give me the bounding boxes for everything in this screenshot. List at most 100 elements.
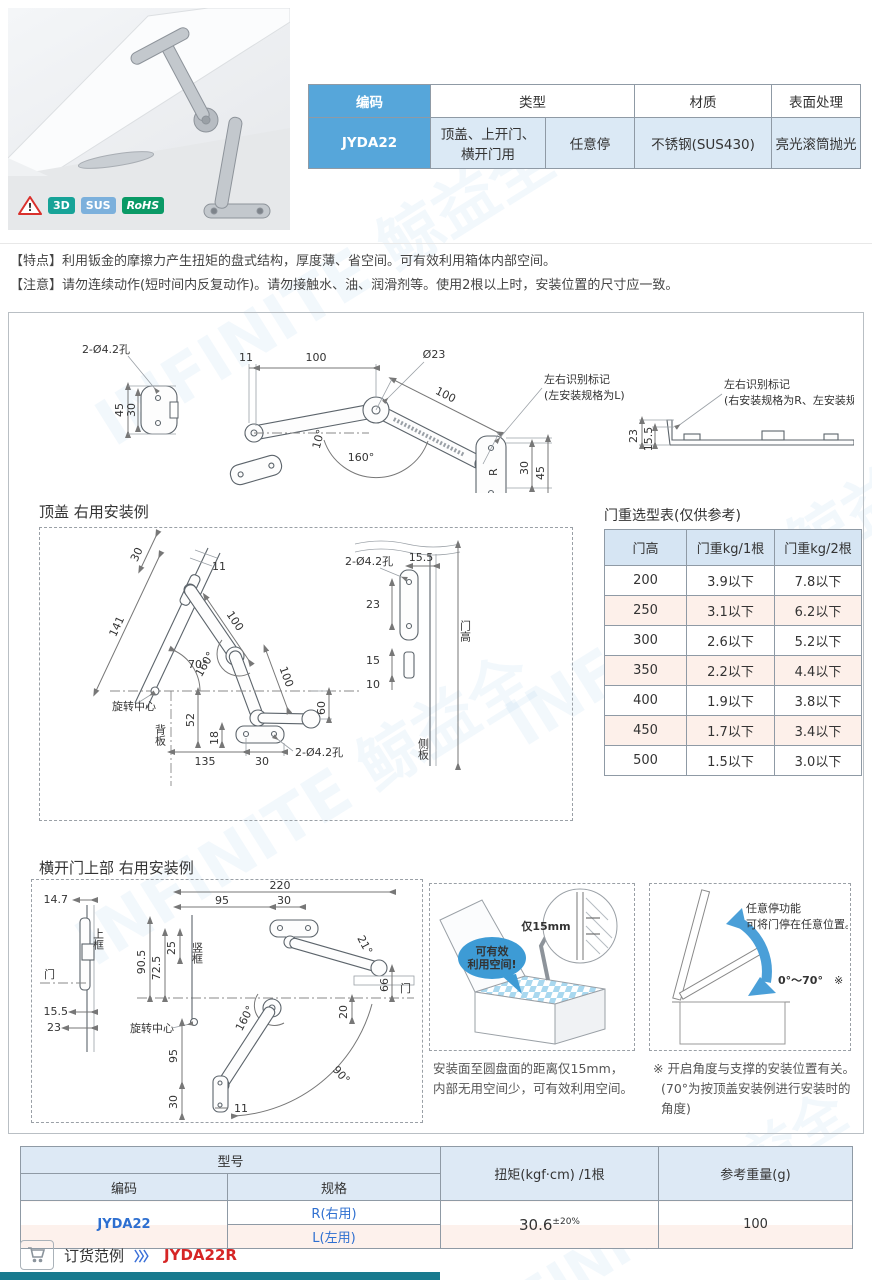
- svg-text:2-Ø4.2孔: 2-Ø4.2孔: [295, 746, 343, 759]
- svg-text:门: 门: [44, 967, 55, 981]
- svg-text:141: 141: [106, 614, 127, 639]
- svg-text:10: 10: [366, 678, 380, 691]
- note-caution: 【注意】请勿连续动作(短时间内反复动作)。请勿接触水、油、润滑剂等。使用2根以上…: [10, 278, 679, 293]
- order-spec-right: R(右用): [227, 1200, 441, 1225]
- spec-type-line2: 横开门用: [461, 147, 515, 163]
- weight-table-title: 门重选型表(仅供参考): [604, 508, 741, 524]
- svg-text:30: 30: [277, 894, 291, 907]
- certification-badges: ! 3D SUS RoHS: [18, 195, 165, 216]
- svg-text:66: 66: [378, 978, 391, 992]
- svg-text:30: 30: [255, 755, 269, 768]
- svg-text:旋转中心: 旋转中心: [112, 699, 156, 713]
- svg-text:10°: 10°: [310, 428, 328, 450]
- drawing-area: 45 30 2-Ø4.2孔 R 11 100 Ø23: [8, 312, 864, 1134]
- svg-text:(左安装规格为L): (左安装规格为L): [544, 388, 625, 402]
- svg-text:135: 135: [195, 755, 216, 768]
- svg-text:21°: 21°: [354, 933, 375, 956]
- order-header-model: 型号: [20, 1146, 441, 1174]
- svg-text:15: 15: [366, 654, 380, 667]
- section-title-side-door: 横开门上部 右用安装例: [39, 859, 194, 877]
- order-header-spec: 规格: [227, 1173, 441, 1201]
- svg-text:Ø23: Ø23: [423, 348, 446, 361]
- svg-text:2-Ø4.2孔: 2-Ø4.2孔: [82, 343, 130, 356]
- badge-3d: 3D: [48, 197, 75, 214]
- svg-text:※: ※: [834, 974, 843, 987]
- svg-text:竖框: 竖框: [191, 942, 204, 965]
- svg-text:90.5: 90.5: [135, 950, 148, 975]
- top-cover-example-drawing: 141 30 11 100 100 160°: [93, 529, 472, 786]
- order-header-weight: 参考重量(g): [658, 1146, 853, 1201]
- svg-text:52: 52: [184, 713, 197, 727]
- svg-text:45: 45: [113, 403, 126, 417]
- svg-text:任意停功能: 任意停功能: [746, 901, 801, 915]
- order-header-torque: 扭矩(kgf·cm) /1根: [440, 1146, 659, 1201]
- svg-text:门: 门: [400, 981, 411, 995]
- svg-text:30: 30: [167, 1095, 180, 1109]
- order-example-label: 订货范例: [64, 1246, 125, 1265]
- svg-text:15.5: 15.5: [44, 1005, 69, 1018]
- svg-text:15.5: 15.5: [642, 427, 655, 452]
- space-saving-panel: 仅15mm 可有效 利用空间!: [429, 883, 635, 1051]
- svg-text:30: 30: [125, 403, 138, 417]
- svg-text:25: 25: [165, 941, 178, 955]
- section-title-top-cover: 顶盖 右用安装例: [39, 503, 149, 521]
- order-header-code: 编码: [20, 1173, 228, 1201]
- badge-sus: SUS: [80, 197, 116, 214]
- order-example-arrows: 〉〉〉: [134, 1249, 156, 1265]
- svg-text:左右识别标记: 左右识别标记: [724, 377, 790, 391]
- svg-text:95: 95: [167, 1049, 180, 1063]
- svg-text:30: 30: [518, 461, 531, 475]
- wt-header-2pc: 门重kg/2根: [774, 529, 862, 566]
- free-stop-illustration: 任意停功能 可将门停在任意位置。 0°～70° ※: [672, 889, 856, 1045]
- order-table: 型号 扭矩(kgf·cm) /1根 参考重量(g) 编码 规格 JYDA22 R…: [20, 1146, 853, 1249]
- svg-text:30: 30: [128, 545, 146, 563]
- order-example-code: JYDA22R: [164, 1246, 237, 1264]
- svg-text:上框: 上框: [92, 928, 105, 951]
- svg-text:旋转中心: 旋转中心: [130, 1021, 174, 1035]
- svg-text:2-Ø4.2孔: 2-Ø4.2孔: [345, 555, 393, 568]
- spec-header-finish: 表面处理: [771, 84, 861, 118]
- svg-text:100: 100: [433, 384, 458, 405]
- note-feature: 【特点】利用钣金的摩擦力产生扭矩的盘式结构，厚度薄、省空间。可有效利用箱体内部空…: [10, 254, 557, 269]
- spec-type-line1: 顶盖、上开门、: [440, 127, 536, 143]
- svg-text:(右安装规格为R、左安装规格为L): (右安装规格为R、左安装规格为L): [724, 393, 854, 407]
- svg-text:20: 20: [337, 1005, 350, 1019]
- svg-text:15.5: 15.5: [409, 551, 434, 564]
- order-code: JYDA22: [20, 1200, 228, 1249]
- svg-text:100: 100: [224, 609, 247, 634]
- free-stop-panel: 任意停功能 可将门停在任意位置。 0°～70° ※: [649, 883, 856, 1051]
- svg-text:可有效: 可有效: [476, 944, 510, 958]
- space-saving-caption: 安装面至圆盘面的距离仅15mm， 内部无用空间少，可有效利用空间。: [433, 1061, 634, 1096]
- warning-icon: !: [18, 196, 42, 215]
- spec-header-type: 类型: [430, 84, 635, 118]
- order-torque-value: 30.6±20%: [440, 1200, 659, 1249]
- wt-header-1pc: 门重kg/1根: [686, 529, 775, 566]
- order-example: 订货范例 〉〉〉 JYDA22R: [20, 1240, 237, 1270]
- svg-text:23: 23: [47, 1021, 61, 1034]
- svg-text:18: 18: [208, 731, 221, 745]
- svg-text:仅15mm: 仅15mm: [520, 919, 570, 933]
- svg-text:0°～70°: 0°～70°: [778, 974, 823, 987]
- svg-text:侧板: 侧板: [417, 738, 430, 761]
- free-stop-caption: ※ 开启角度与支撑的安装位置有关。 (70°为按顶盖安装例进行安装时的角度): [653, 1061, 855, 1116]
- svg-text:100: 100: [306, 351, 327, 364]
- svg-text:利用空间!: 利用空间!: [467, 957, 516, 971]
- spec-material: 不锈钢(SUS430): [634, 117, 772, 169]
- space-saving-illustration: 仅15mm 可有效 利用空间!: [439, 888, 618, 1045]
- side-door-example-drawing: 14.7 上框 门 15.5 23 220 95 30: [40, 879, 415, 1120]
- order-spec-left: L(左用): [227, 1224, 441, 1249]
- svg-text:95: 95: [215, 894, 229, 907]
- spec-header-code: 编码: [308, 84, 431, 118]
- svg-text:70°: 70°: [188, 658, 208, 671]
- product-photo-illustration: [8, 8, 290, 230]
- svg-text:可将门停在任意位置。: 可将门停在任意位置。: [746, 917, 848, 931]
- spec-table: 编码 类型 材质 表面处理 JYDA22 顶盖、上开门、 横开门用 任意停 不锈…: [308, 84, 861, 169]
- notes: 【特点】利用钣金的摩擦力产生扭矩的盘式结构，厚度薄、省空间。可有效利用箱体内部空…: [10, 250, 678, 298]
